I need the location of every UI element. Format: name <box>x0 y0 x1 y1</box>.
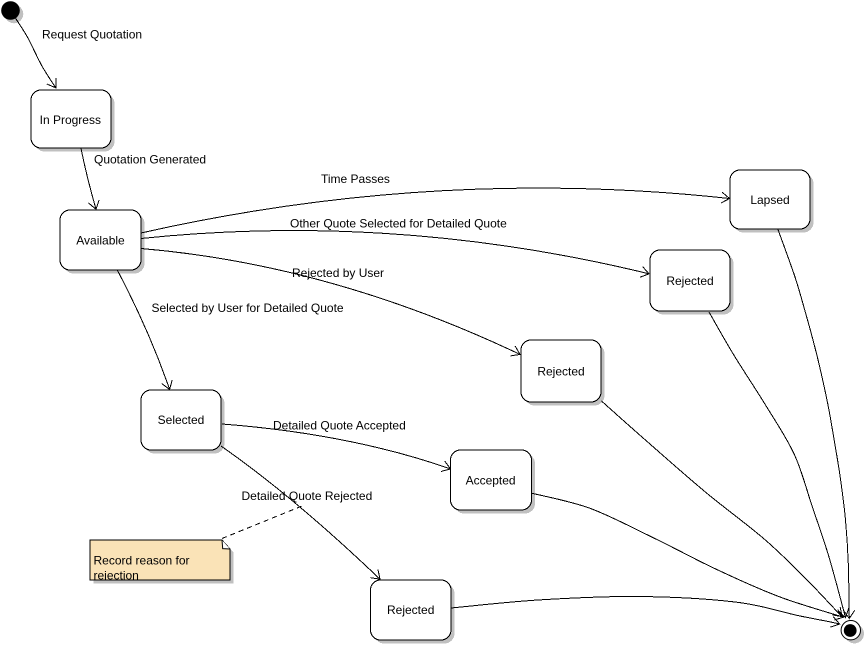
svg-text:Rejected by User: Rejected by User <box>292 266 384 280</box>
svg-text:Request Quotation: Request Quotation <box>42 27 142 41</box>
svg-text:Detailed Quote Accepted: Detailed Quote Accepted <box>273 419 406 433</box>
svg-text:Record reason for: Record reason for <box>94 554 190 568</box>
svg-text:Selected: Selected <box>158 413 205 427</box>
svg-text:In Progress: In Progress <box>40 113 101 127</box>
svg-text:Lapsed: Lapsed <box>750 193 789 207</box>
svg-text:Time Passes: Time Passes <box>321 172 390 186</box>
svg-text:Detailed Quote Rejected: Detailed Quote Rejected <box>242 489 373 503</box>
svg-text:Selected by User for Detailed: Selected by User for Detailed Quote <box>152 301 344 315</box>
svg-text:rejection: rejection <box>94 568 139 582</box>
svg-text:Rejected: Rejected <box>537 364 584 378</box>
svg-text:Accepted: Accepted <box>466 473 516 487</box>
svg-text:Other Quote Selected for Detai: Other Quote Selected for Detailed Quote <box>290 217 507 231</box>
svg-text:Rejected: Rejected <box>387 603 434 617</box>
svg-text:Available: Available <box>76 233 125 247</box>
svg-text:Quotation Generated: Quotation Generated <box>94 153 206 167</box>
svg-text:Rejected: Rejected <box>666 274 713 288</box>
